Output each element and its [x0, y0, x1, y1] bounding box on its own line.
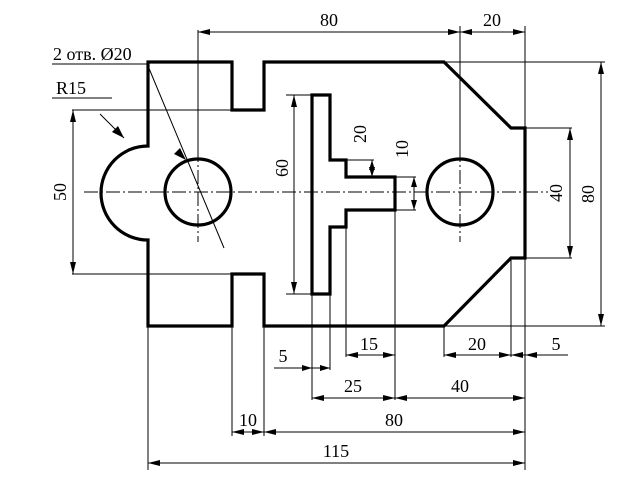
dim-bottom-40: 40 — [451, 376, 469, 396]
dim-bottom-20: 20 — [468, 334, 486, 354]
arrowheads — [70, 29, 604, 466]
dim-bottom-25: 25 — [344, 376, 362, 396]
dim-bottom-5a: 5 — [279, 346, 288, 366]
dim-right-80: 80 — [578, 185, 598, 203]
dim-top-80: 80 — [320, 10, 338, 30]
part-outline — [99, 60, 527, 328]
dim-top-20: 20 — [483, 10, 501, 30]
dim-right-40: 40 — [546, 184, 566, 202]
dim-slot-60: 60 — [272, 159, 292, 177]
dim-bottom-115: 115 — [323, 441, 349, 461]
dim-holes-note: 2 отв. Ø20 — [53, 44, 132, 64]
dim-slot-20: 20 — [350, 125, 370, 143]
t-slot-cutout — [310, 93, 397, 296]
dim-slot-10: 10 — [392, 140, 412, 158]
dim-left-50: 50 — [50, 183, 70, 201]
dim-bottom-80: 80 — [385, 410, 403, 430]
extension-lines — [72, 26, 605, 470]
dim-bottom-15: 15 — [360, 334, 378, 354]
dim-radius-note: R15 — [56, 78, 86, 98]
dim-bottom-5b: 5 — [552, 334, 561, 354]
dim-bottom-10: 10 — [239, 410, 257, 430]
